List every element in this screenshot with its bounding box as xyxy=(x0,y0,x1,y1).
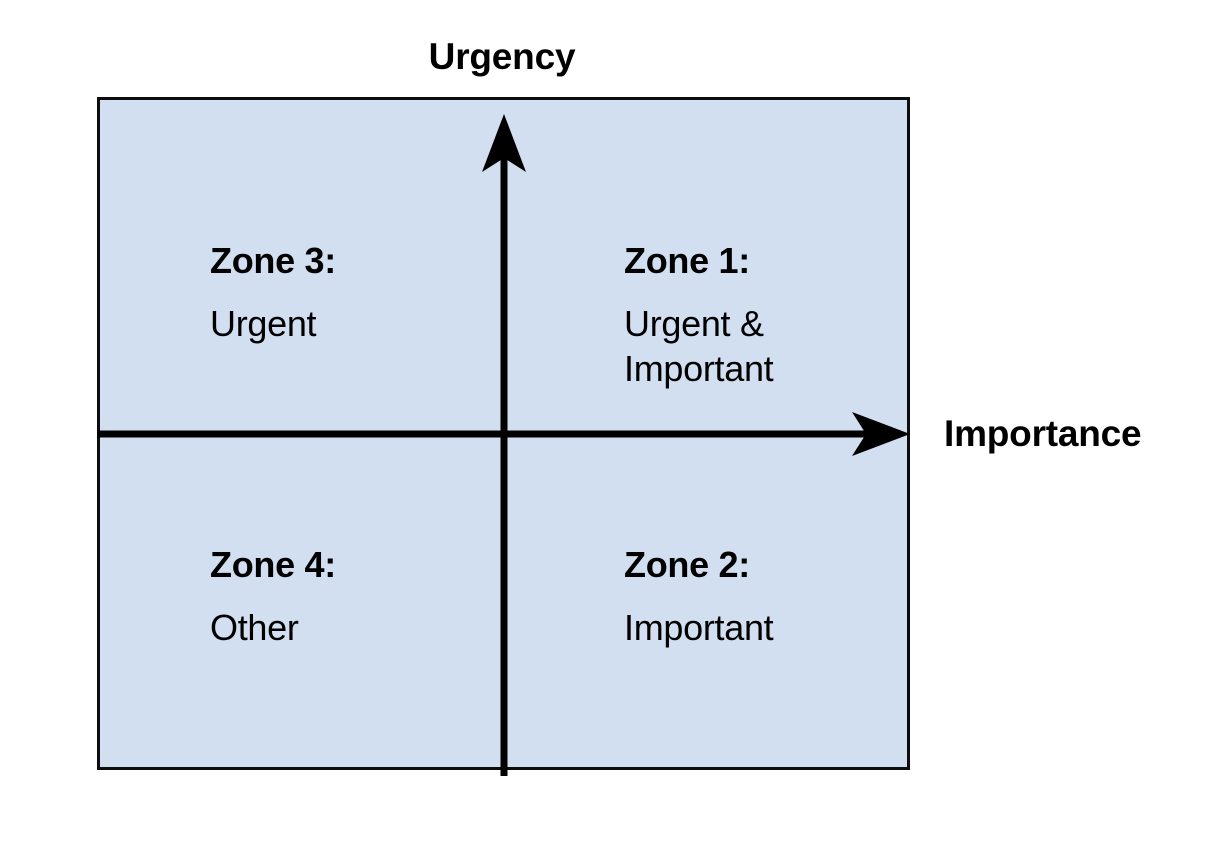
matrix-plot-area: Zone 3: Urgent Zone 1: Urgent & Importan… xyxy=(97,97,910,776)
quadrant-zone-4: Zone 4: Other xyxy=(210,524,336,668)
y-axis-label-urgency: Urgency xyxy=(428,36,576,77)
x-axis-arrowhead-icon xyxy=(852,412,910,456)
quadrant-zone-2: Zone 2: Important xyxy=(624,524,774,668)
x-axis-line xyxy=(97,430,875,438)
quadrant-zone-4-description: Other xyxy=(210,607,299,648)
quadrant-zone-3: Zone 3: Urgent xyxy=(210,220,336,364)
x-axis-label-importance: Importance xyxy=(944,413,1142,454)
quadrant-zone-1-title: Zone 1: xyxy=(624,240,750,281)
quadrant-zone-3-description: Urgent xyxy=(210,303,317,344)
axes-group xyxy=(97,114,910,776)
quadrant-zone-4-title: Zone 4: xyxy=(210,544,336,585)
y-axis-arrowhead-icon xyxy=(482,114,526,172)
quadrant-zone-3-title: Zone 3: xyxy=(210,240,336,281)
quadrant-zone-2-title: Zone 2: xyxy=(624,544,750,585)
y-axis-line xyxy=(500,137,508,776)
quadrant-zone-1: Zone 1: Urgent & Important xyxy=(624,220,774,409)
quadrant-zone-2-description: Important xyxy=(624,607,774,648)
quadrant-zone-1-description: Urgent & Important xyxy=(624,303,774,389)
